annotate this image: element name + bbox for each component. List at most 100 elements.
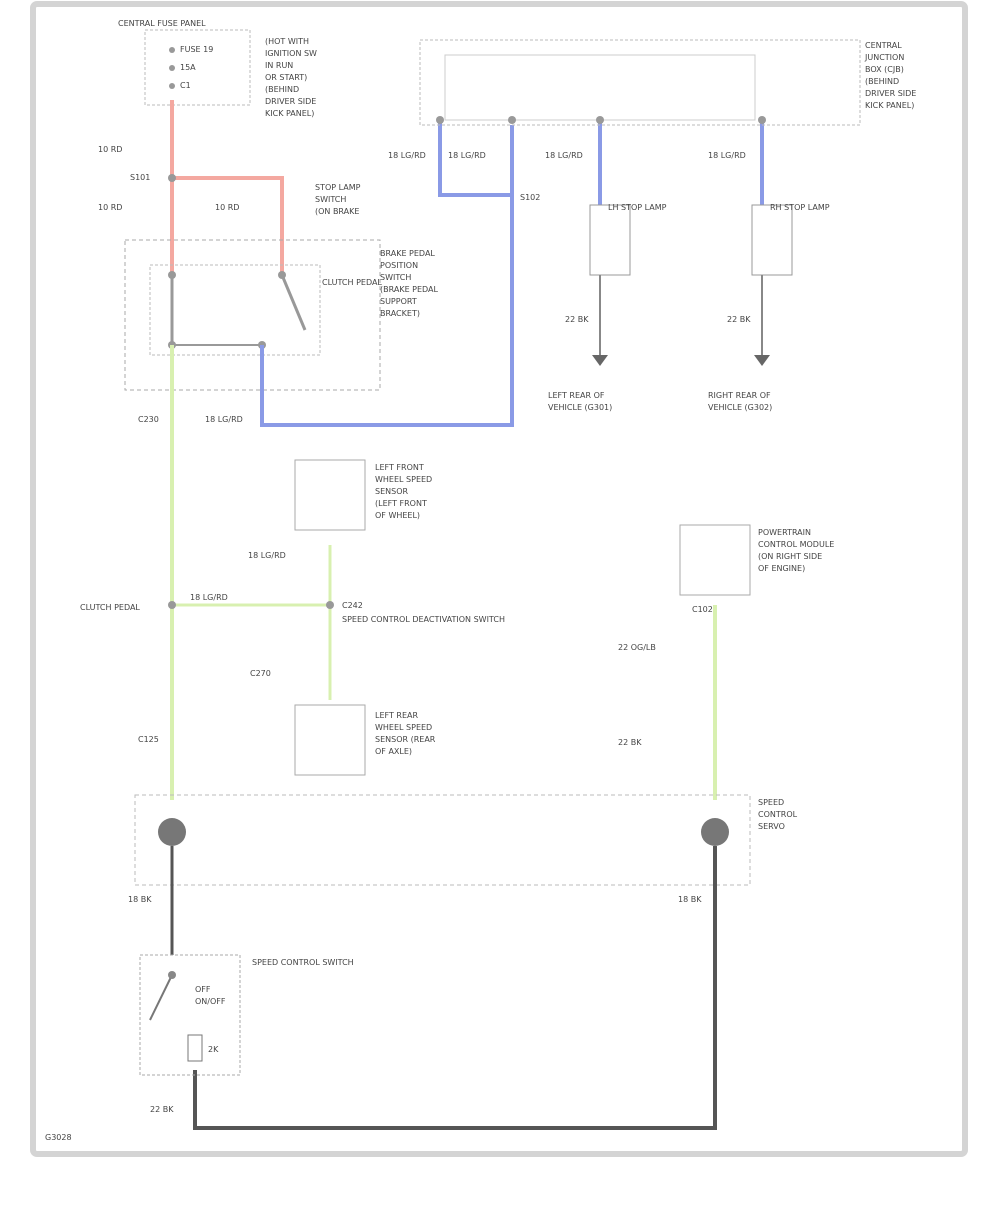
left-rear-sensor-labels: LEFT REAR WHEEL SPEED SENSOR (REAR OF AX… — [375, 711, 436, 756]
connector-label-4: C125 — [138, 735, 159, 744]
green-node-1 — [168, 601, 176, 609]
switch-pivot — [168, 971, 176, 979]
cjb-box — [419, 39, 861, 126]
svg-text:POWERTRAIN: POWERTRAIN — [758, 528, 811, 537]
svg-text:(BRAKE PEDAL: (BRAKE PEDAL — [380, 285, 439, 294]
diagram-frame — [30, 1, 968, 1157]
left-rear-sensor-box — [294, 704, 366, 776]
splice-label-1: S101 — [130, 173, 150, 182]
connector-label-3: C270 — [250, 669, 271, 678]
svg-text:(BEHIND: (BEHIND — [265, 85, 299, 94]
resistor-value: 2K — [208, 1045, 219, 1054]
right-ground-label-2: VEHICLE (G302) — [708, 403, 772, 412]
cpp-switch-title: CLUTCH PEDAL — [322, 278, 382, 287]
fuse-rating: 15A — [180, 63, 196, 72]
svg-text:BOX (CJB): BOX (CJB) — [865, 65, 904, 74]
blue-wire-loop — [260, 125, 514, 427]
wire-label-9: 18 LG/RD — [708, 151, 746, 160]
wire-label-19: 22 OG/LB — [618, 643, 656, 652]
fuse-panel-notes: (HOT WITH IGNITION SW IN RUN OR START) (… — [265, 37, 317, 118]
left-ground-symbol — [592, 355, 608, 366]
cjb-terminal-2 — [508, 116, 516, 124]
right-stop-lamp — [751, 204, 793, 276]
switch-assembly-box — [124, 239, 381, 391]
pcm-labels: POWERTRAIN CONTROL MODULE (ON RIGHT SIDE… — [758, 528, 834, 573]
switch-lever — [149, 974, 173, 1021]
svg-text:KICK PANEL): KICK PANEL) — [265, 109, 314, 118]
left-front-sensor-labels: LEFT FRONT WHEEL SPEED SENSOR (LEFT FRON… — [375, 463, 432, 520]
clutch-pedal-note: CLUTCH PEDAL — [80, 603, 140, 612]
wire-label-2: 10 RD — [98, 203, 122, 212]
black-wire-loop — [193, 846, 717, 1130]
left-ground-label-1: LEFT REAR OF — [548, 391, 605, 400]
svg-text:BRACKET): BRACKET) — [380, 309, 420, 318]
svg-text:OF ENGINE): OF ENGINE) — [758, 564, 805, 573]
blue-wire-top-left — [438, 120, 512, 197]
wire-label-12: 22 BK — [727, 315, 751, 324]
svg-text:(BEHIND: (BEHIND — [865, 77, 899, 86]
switch-sub-2: ON/OFF — [195, 997, 226, 1006]
servo-box — [134, 794, 751, 886]
fuse-terminal: C1 — [180, 81, 191, 90]
switch-node-2 — [278, 271, 286, 279]
right-stop-lamp-label: RH STOP LAMP — [770, 203, 830, 212]
svg-text:SWITCH: SWITCH — [380, 273, 411, 282]
left-front-sensor-box — [294, 459, 366, 531]
switch-contact-right — [280, 274, 307, 331]
cjb-inner — [444, 54, 756, 121]
svg-text:OF WHEEL): OF WHEEL) — [375, 511, 420, 520]
svg-text:CONTROL: CONTROL — [758, 810, 798, 819]
stop-lamp-switch-2: SWITCH — [315, 195, 346, 204]
svg-text:SPEED: SPEED — [758, 798, 784, 807]
svg-text:(HOT WITH: (HOT WITH — [265, 37, 309, 46]
splice-dot-1 — [168, 174, 176, 182]
cjb-terminal-4 — [758, 116, 766, 124]
connector-label-5: C102 — [692, 605, 713, 614]
wire-label-17: 22 BK — [150, 1105, 174, 1114]
wire-label-16: 18 BK — [678, 895, 702, 904]
servo-terminal-left — [158, 818, 186, 846]
switch-inner-box — [149, 264, 321, 356]
left-ground-label-2: VEHICLE (G301) — [548, 403, 612, 412]
wire-label-6: 18 LG/RD — [388, 151, 426, 160]
wire-label-20: 22 BK — [618, 738, 642, 747]
svg-text:BRAKE PEDAL: BRAKE PEDAL — [380, 249, 435, 258]
connector-label-2: C242 — [342, 601, 363, 610]
svg-text:SUPPORT: SUPPORT — [380, 297, 417, 306]
connector-label-1: C230 — [138, 415, 159, 424]
speed-control-switch-title: SPEED CONTROL SWITCH — [252, 958, 354, 967]
svg-text:SERVO: SERVO — [758, 822, 785, 831]
stop-lamp-switch-1: STOP LAMP — [315, 183, 361, 192]
wire-label-14: 18 LG/RD — [190, 593, 228, 602]
svg-text:SENSOR (REAR: SENSOR (REAR — [375, 735, 436, 744]
figure-code: G3028 — [45, 1133, 72, 1142]
cjb-terminal-1 — [436, 116, 444, 124]
svg-text:DRIVER SIDE: DRIVER SIDE — [865, 89, 916, 98]
fuse-terminal-1 — [169, 47, 175, 53]
switch-node-1 — [168, 271, 176, 279]
svg-text:LEFT REAR: LEFT REAR — [375, 711, 418, 720]
wire-label-3: 10 RD — [215, 203, 239, 212]
speed-deact-note: SPEED CONTROL DEACTIVATION SWITCH — [342, 615, 505, 624]
wire-label-1: 10 RD — [98, 145, 122, 154]
stop-lamp-switch-3: (ON BRAKE — [315, 207, 359, 216]
cjb-labels: CENTRAL JUNCTION BOX (CJB) (BEHIND DRIVE… — [864, 41, 916, 110]
resistor — [187, 1034, 203, 1062]
fuse-panel-box — [144, 29, 251, 106]
speed-control-switch-box — [139, 954, 241, 1076]
wire-label-8: 18 LG/RD — [545, 151, 583, 160]
cjb-terminal-3 — [596, 116, 604, 124]
wire-label-13: 18 LG/RD — [248, 551, 286, 560]
svg-text:SENSOR: SENSOR — [375, 487, 408, 496]
switch-sub-1: OFF — [195, 985, 211, 994]
servo-labels: SPEED CONTROL SERVO — [758, 798, 798, 831]
right-ground-symbol — [754, 355, 770, 366]
svg-text:OF AXLE): OF AXLE) — [375, 747, 412, 756]
svg-text:IGNITION SW: IGNITION SW — [265, 49, 317, 58]
wire-label-15: 18 BK — [128, 895, 152, 904]
fuse-terminal-2 — [169, 65, 175, 71]
svg-text:WHEEL SPEED: WHEEL SPEED — [375, 723, 432, 732]
wire-label-7: 18 LG/RD — [448, 151, 486, 160]
svg-text:JUNCTION: JUNCTION — [864, 53, 904, 62]
